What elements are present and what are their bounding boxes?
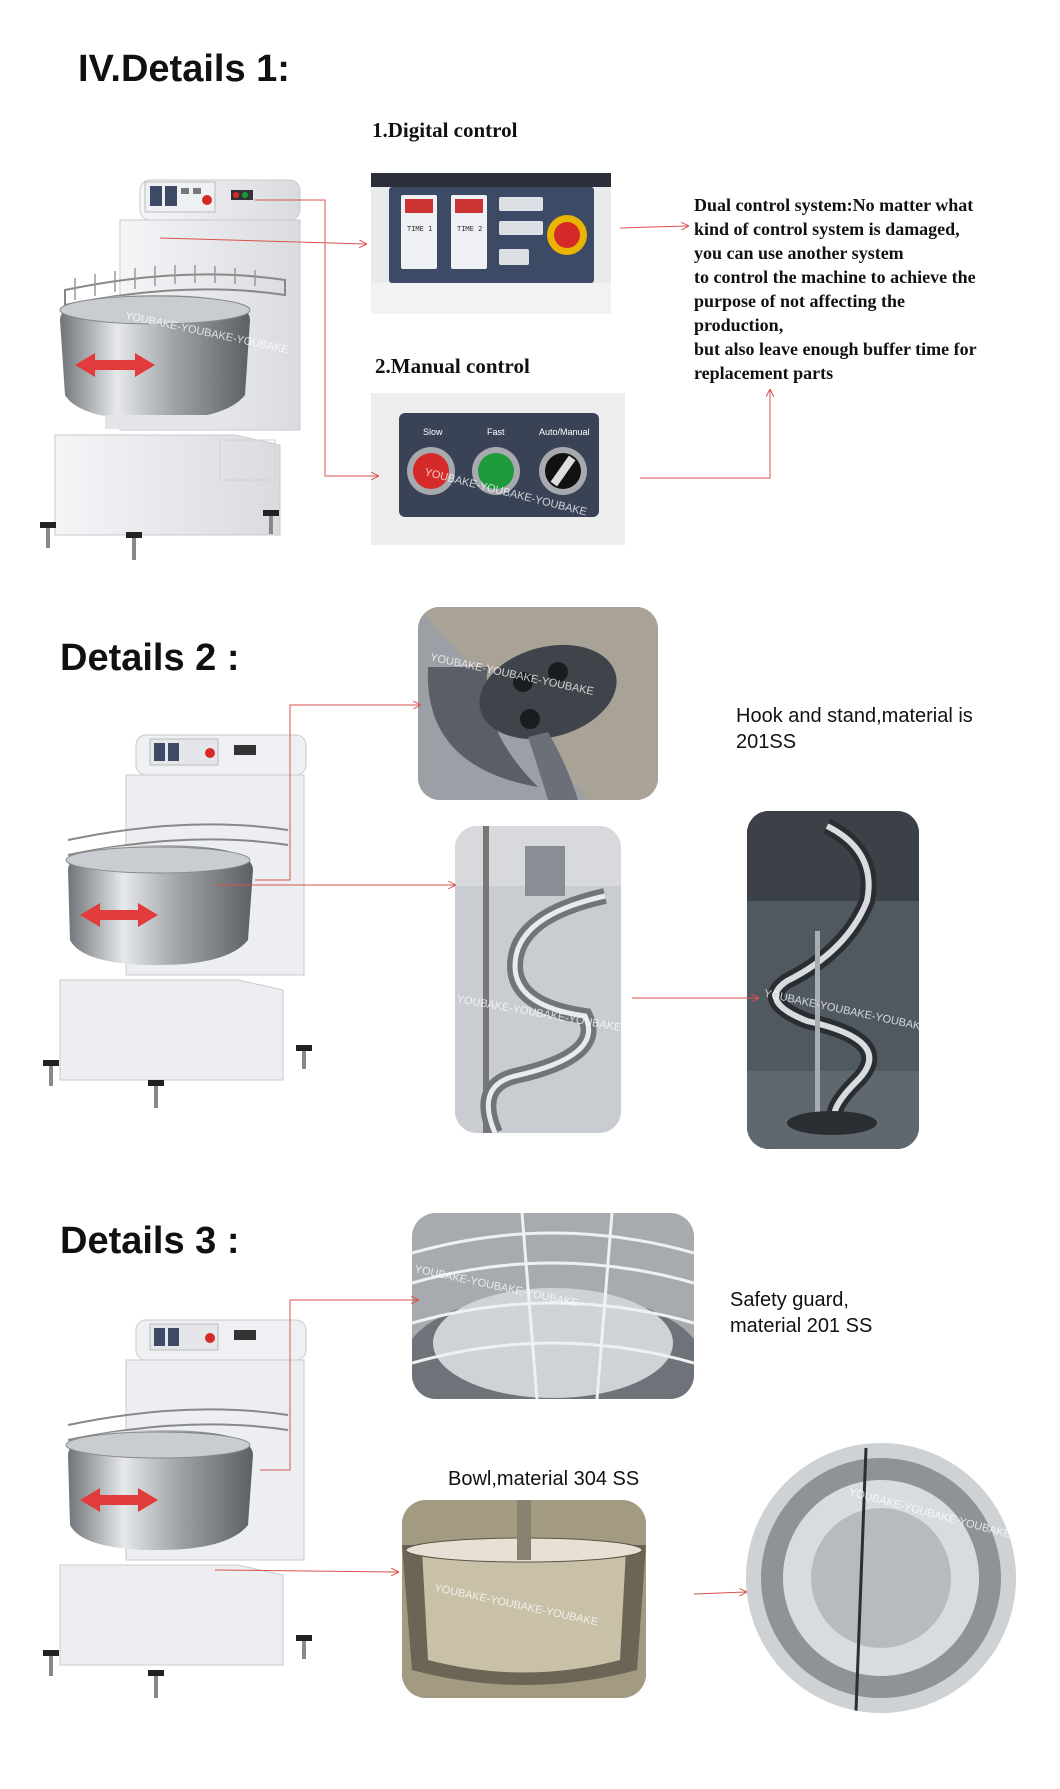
description-line: purpose of not affecting the	[694, 291, 905, 311]
description-line: you can use another system	[694, 243, 904, 263]
digital-control-label: 1.Digital control	[372, 118, 518, 142]
section1-heading: IV.Details 1:	[78, 48, 290, 90]
safety-guard-photo: YOUBAKE-YOUBAKE-YOUBAKE	[412, 1213, 694, 1399]
bowl-photo: YOUBAKE-YOUBAKE-YOUBAKE	[402, 1500, 646, 1698]
arrow-manual-to-text	[640, 390, 770, 479]
bowl-caption: Bowl,material 304 SS	[448, 1468, 640, 1490]
caption-line: Safety guard,	[730, 1289, 849, 1311]
hook-full-photo: YOUBAKE-YOUBAKE-YOUBAKE	[747, 811, 919, 1149]
hook-top-photo: YOUBAKE-YOUBAKE-YOUBAKE	[418, 607, 658, 800]
mixer-image-1: YOUBAKE-YOUBAKE-YOUBAKE	[40, 179, 301, 560]
section3-heading: Details 3 :	[60, 1220, 240, 1262]
manual-control-label: 2.Manual control	[375, 354, 530, 378]
arrow-digital-to-text	[619, 226, 688, 228]
description-line: to control the machine to achieve the	[694, 267, 976, 287]
mixer-image-2	[43, 734, 312, 1108]
hook-caption: Hook and stand,material is 201SS	[736, 703, 973, 755]
slow-label: Slow	[423, 427, 443, 437]
time2-label: TIME 2	[457, 225, 482, 233]
description-line: kind of control system is damaged,	[694, 219, 960, 239]
fast-label: Fast	[487, 427, 505, 437]
dual-control-description: Dual control system:No matter what kind …	[694, 193, 977, 385]
bowl-topview-photo: YOUBAKE-YOUBAKE-YOUBAKE	[746, 1443, 1016, 1713]
description-line: production,	[694, 315, 784, 335]
description-line: Dual control system:No matter what	[694, 195, 974, 215]
safety-guard-caption: Safety guard, material 201 SS	[730, 1287, 872, 1339]
hook-spiral-photo: YOUBAKE-YOUBAKE-YOUBAKE	[455, 826, 621, 1133]
caption-line: material 201 SS	[730, 1315, 873, 1337]
section2-heading: Details 2 :	[60, 637, 240, 679]
mixer-image-3	[43, 1319, 312, 1698]
time1-label: TIME 1	[407, 225, 432, 233]
description-line: replacement parts	[694, 363, 834, 383]
caption-line: 201SS	[736, 731, 797, 753]
auto-manual-label: Auto/Manual	[539, 427, 590, 437]
digital-control-photo: TIME 1 TIME 2	[371, 173, 611, 314]
caption-line: Hook and stand,material is	[736, 705, 973, 727]
arrow-to-bowl-topview	[693, 1592, 746, 1594]
description-line: but also leave enough buffer time for	[694, 339, 977, 359]
manual-control-photo: Slow Fast Auto/Manual YOUBAKE-YOUBAKE-YO…	[371, 393, 625, 545]
